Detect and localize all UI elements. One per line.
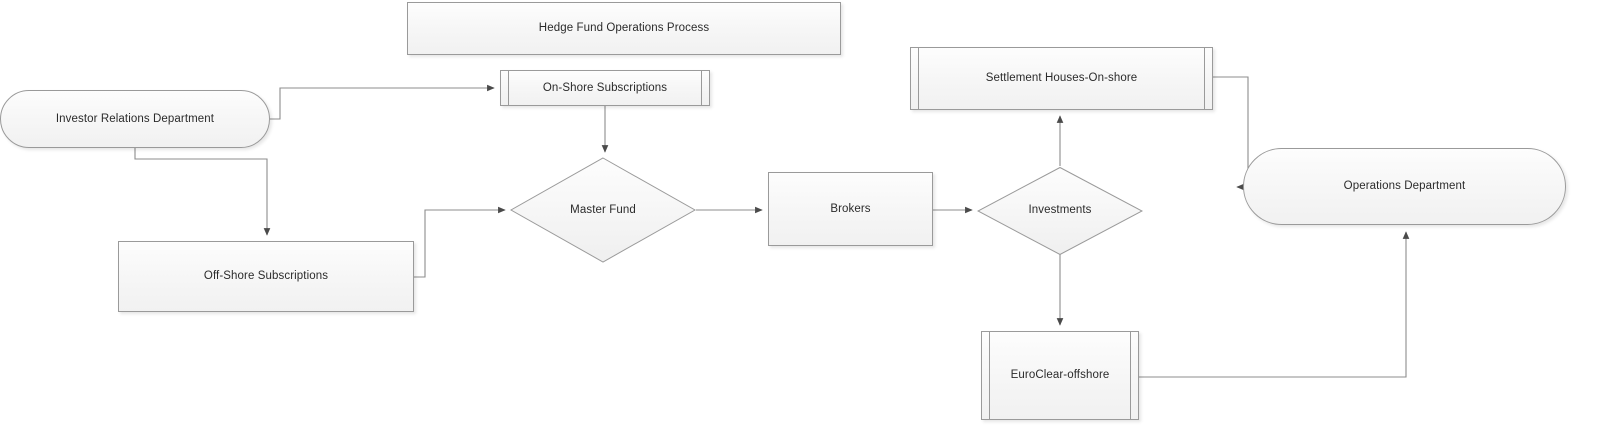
investor-relations-department-label: Investor Relations Department bbox=[55, 112, 215, 125]
title-banner-label: Hedge Fund Operations Process bbox=[538, 22, 710, 35]
edge-euroclear-to-operations bbox=[1139, 231, 1410, 378]
brokers-label: Brokers bbox=[830, 202, 871, 215]
node-investor-relations-department[interactable]: Investor Relations Department bbox=[0, 90, 270, 148]
investments-diamond-shape bbox=[977, 166, 1143, 255]
node-on-shore-subscriptions[interactable]: On-Shore Subscriptions bbox=[500, 70, 710, 106]
investments-label: Investments bbox=[1028, 204, 1092, 217]
node-off-shore-subscriptions[interactable]: Off-Shore Subscriptions bbox=[118, 241, 414, 312]
node-operations-department[interactable]: Operations Department bbox=[1243, 148, 1566, 225]
operations-department-label: Operations Department bbox=[1343, 180, 1466, 193]
euroclear-offshore-label: EuroClear-offshore bbox=[1010, 369, 1110, 382]
node-investments[interactable]: Investments bbox=[977, 166, 1143, 255]
off-shore-subscriptions-label: Off-Shore Subscriptions bbox=[203, 270, 329, 283]
edge-ird-to-onshore bbox=[270, 84, 495, 120]
master-fund-diamond-shape bbox=[510, 157, 696, 263]
node-brokers[interactable]: Brokers bbox=[768, 172, 933, 246]
edge-ird-to-offshore bbox=[134, 148, 271, 236]
node-title-banner: Hedge Fund Operations Process bbox=[407, 2, 841, 55]
settlement-houses-on-shore-label: Settlement Houses-On-shore bbox=[985, 72, 1138, 85]
edge-offshore-to-masterfund bbox=[414, 206, 506, 278]
node-settlement-houses-on-shore[interactable]: Settlement Houses-On-shore bbox=[910, 47, 1213, 110]
master-fund-label: Master Fund bbox=[570, 203, 636, 216]
on-shore-subscriptions-label: On-Shore Subscriptions bbox=[542, 81, 668, 94]
edge-settlement-to-operations bbox=[1213, 76, 1249, 191]
node-euroclear-offshore[interactable]: EuroClear-offshore bbox=[981, 331, 1139, 420]
node-master-fund[interactable]: Master Fund bbox=[510, 157, 696, 263]
